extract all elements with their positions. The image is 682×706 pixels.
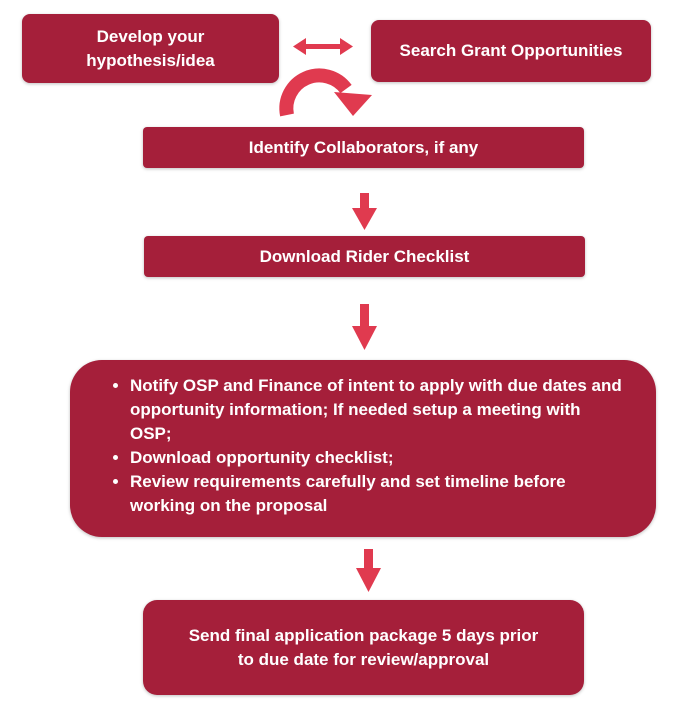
down-arrow-icon <box>352 193 377 230</box>
rider-checklist-box: Download Rider Checklist <box>144 236 585 277</box>
search-grants-box: Search Grant Opportunities <box>371 20 651 82</box>
rider-checklist-label: Download Rider Checklist <box>259 246 470 266</box>
hypothesis-box: Develop your hypothesis/idea <box>22 14 279 83</box>
notify-list: Notify OSP and Finance of intent to appl… <box>106 374 626 518</box>
final-line-2: to due date for review/approval <box>237 649 490 669</box>
final-line-1: Send final application package 5 days pr… <box>188 625 539 645</box>
notify-osp-box: Notify OSP and Finance of intent to appl… <box>70 360 656 537</box>
down-arrow-icon <box>356 549 381 592</box>
down-arrow-icon <box>352 304 377 350</box>
collaborators-label: Identify Collaborators, if any <box>248 137 479 157</box>
double-arrow-icon <box>293 38 353 55</box>
search-grants-label: Search Grant Opportunities <box>399 41 623 60</box>
final-application-box: Send final application package 5 days pr… <box>143 600 584 695</box>
notify-item: Review requirements carefully and set ti… <box>130 470 626 518</box>
collaborators-box: Identify Collaborators, if any <box>143 127 584 168</box>
notify-item: Download opportunity checklist; <box>130 446 626 470</box>
hypothesis-line-2: hypothesis/idea <box>86 50 215 70</box>
curved-arrow-icon <box>279 68 372 117</box>
notify-item: Notify OSP and Finance of intent to appl… <box>130 374 626 446</box>
hypothesis-line-1: Develop your <box>96 26 205 46</box>
